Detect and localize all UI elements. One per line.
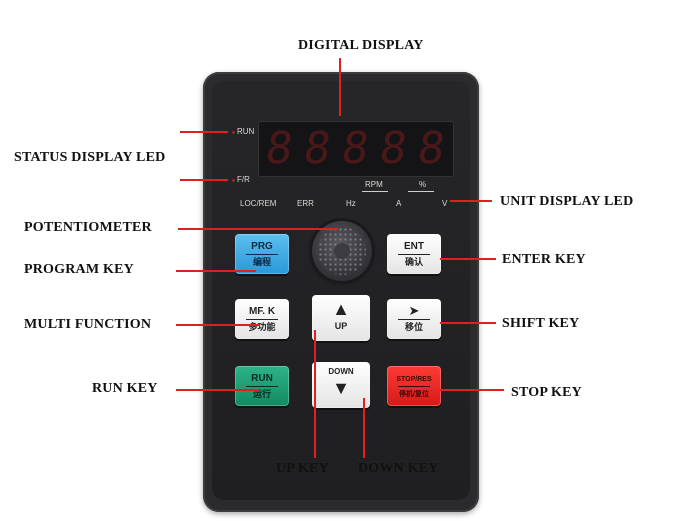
keypad-face: 8 8 8 8 8 RUN F/R RPM % LOC/REM ERR Hz A… <box>212 81 470 500</box>
digital-display: 8 8 8 8 8 <box>258 121 454 177</box>
callout-unit-led: UNIT DISPLAY LED <box>500 194 634 209</box>
leader-potentiometer <box>178 228 338 230</box>
run-key[interactable]: RUN 运行 <box>235 366 289 406</box>
ent-key[interactable]: ENT 确认 <box>387 234 441 274</box>
ent-key-label: ENT <box>404 241 424 252</box>
display-digit: 8 <box>300 123 335 174</box>
key-divider <box>398 386 430 387</box>
leader-digital-display <box>339 58 341 116</box>
mf-k-key-sublabel: 多功能 <box>248 322 276 332</box>
run-key-label: RUN <box>251 373 273 384</box>
callout-program-key: PROGRAM KEY <box>24 262 134 277</box>
stop-key-sublabel: 停机/复位 <box>399 391 429 398</box>
callout-down-key: DOWN KEY <box>358 461 439 476</box>
prg-key-label: PRG <box>251 241 273 252</box>
leader-enter-key <box>440 258 496 260</box>
run-led-label: RUN <box>237 127 255 136</box>
up-arrow-icon: ▲ <box>332 299 350 319</box>
v-label: V <box>442 199 448 208</box>
display-digit: 8 <box>376 123 411 174</box>
mf-k-key[interactable]: MF. K 多功能 <box>235 299 289 339</box>
leader-shift-key <box>440 322 496 324</box>
callout-stop-key: STOP KEY <box>511 385 582 400</box>
keypad-panel: 8 8 8 8 8 RUN F/R RPM % LOC/REM ERR Hz A… <box>203 72 479 512</box>
stop-res-key[interactable]: STOP/RES 停机/复位 <box>387 366 441 406</box>
display-digit: 8 <box>262 123 297 174</box>
run-key-sublabel: 运行 <box>252 389 271 399</box>
leader-down-key <box>363 398 365 458</box>
down-key[interactable]: DOWN ▼ <box>312 362 370 408</box>
fr-led-label: F/R <box>237 175 250 184</box>
leader-multi-function <box>176 324 260 326</box>
leader-unit-led <box>450 200 492 202</box>
display-digit: 8 <box>414 123 449 174</box>
leader-run-key <box>176 389 260 391</box>
up-key-label: UP <box>334 321 348 331</box>
leader-stop-key <box>440 389 504 391</box>
shift-key-sublabel: 移位 <box>404 322 423 332</box>
leader-run-led <box>180 131 228 133</box>
percent-bar <box>408 191 434 192</box>
key-divider <box>398 319 430 320</box>
display-digit: 8 <box>338 123 373 174</box>
callout-shift-key: SHIFT KEY <box>502 316 580 331</box>
rpm-bar <box>362 191 388 192</box>
callout-multi-function: MULTI FUNCTION <box>24 317 152 332</box>
key-divider <box>398 254 430 255</box>
shift-key[interactable]: ➤ 移位 <box>387 299 441 339</box>
leader-program-key <box>176 270 256 272</box>
stop-key-label: STOP/RES <box>396 376 432 383</box>
run-led <box>232 131 235 134</box>
ent-key-sublabel: 确认 <box>404 257 423 267</box>
callout-status-led: STATUS DISPLAY LED <box>14 150 166 165</box>
fr-led <box>232 179 235 182</box>
leader-up-key <box>314 330 316 458</box>
percent-label: % <box>419 180 427 189</box>
mf-k-key-label: MF. K <box>248 306 276 317</box>
callout-up-key: UP KEY <box>276 461 329 476</box>
loc-rem-label: LOC/REM <box>240 199 277 208</box>
callout-enter-key: ENTER KEY <box>502 252 586 267</box>
leader-fr-led <box>180 179 228 181</box>
key-divider <box>246 386 278 387</box>
callout-digital-display: DIGITAL DISPLAY <box>298 38 424 53</box>
up-key[interactable]: ▲ UP <box>312 295 370 341</box>
prg-key-sublabel: 编程 <box>252 257 271 267</box>
key-divider <box>246 319 278 320</box>
hz-label: Hz <box>346 199 356 208</box>
callout-potentiometer: POTENTIOMETER <box>24 220 152 235</box>
callout-run-key: RUN KEY <box>92 381 158 396</box>
a-label: A <box>396 199 402 208</box>
key-divider <box>246 254 278 255</box>
down-key-label: DOWN <box>328 367 354 376</box>
prg-key[interactable]: PRG 编程 <box>235 234 289 274</box>
knob-center <box>334 243 350 259</box>
err-label: ERR <box>297 199 314 208</box>
potentiometer-knob[interactable] <box>312 221 372 281</box>
rpm-label: RPM <box>365 180 383 189</box>
shift-arrow-icon: ➤ <box>408 303 420 318</box>
down-arrow-icon: ▼ <box>332 378 350 398</box>
